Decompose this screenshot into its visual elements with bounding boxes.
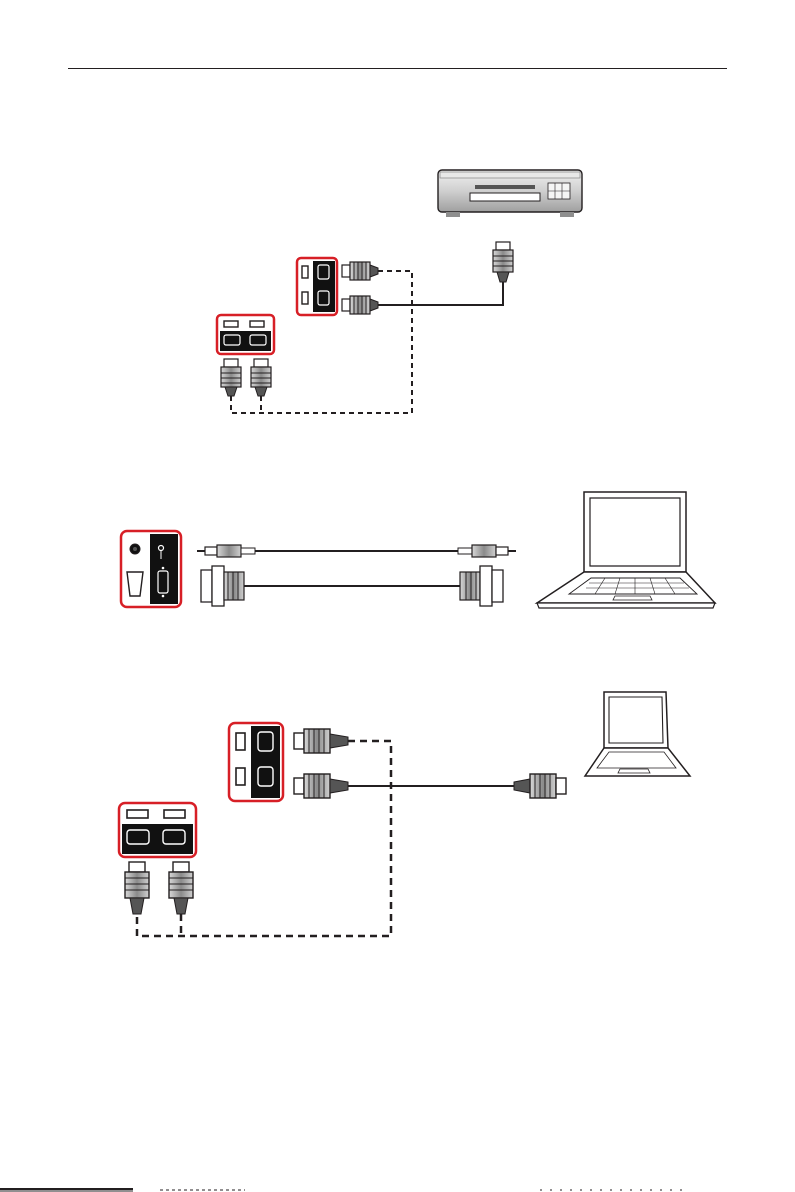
hdmi-plug-icon: [169, 862, 193, 914]
hdmi-plug-icon: [342, 262, 378, 280]
laptop-icon: [537, 492, 715, 608]
laptop-icon: [585, 692, 690, 776]
video-player-hdmi-plug: [493, 242, 513, 282]
audio-vga-port-panel: [121, 531, 181, 607]
hdmi-plug-icon: [221, 359, 241, 396]
hdmi-plug-icon: [342, 296, 378, 314]
side-hdmi-ports: [229, 723, 283, 801]
pc-hdmi-diagram: [119, 692, 690, 936]
hdmi-plug-icon: [125, 862, 149, 914]
hdmi-plug-icon: [514, 774, 566, 798]
video-player-icon: [438, 170, 582, 217]
pc-vga-audio-diagram: [121, 492, 715, 608]
hdmi-plug-icon: [251, 359, 271, 396]
bottom-hdmi-ports: [217, 315, 274, 354]
hdmi-plug-icon: [294, 729, 348, 753]
hdmi-plug-icon: [294, 774, 348, 798]
video-player-diagram: [217, 170, 582, 413]
audio-cable: [197, 545, 516, 557]
bottom-hdmi-ports: [119, 803, 196, 857]
side-hdmi-ports: [297, 258, 337, 315]
footer-strip: [0, 1189, 690, 1191]
vga-cable: [201, 566, 503, 606]
